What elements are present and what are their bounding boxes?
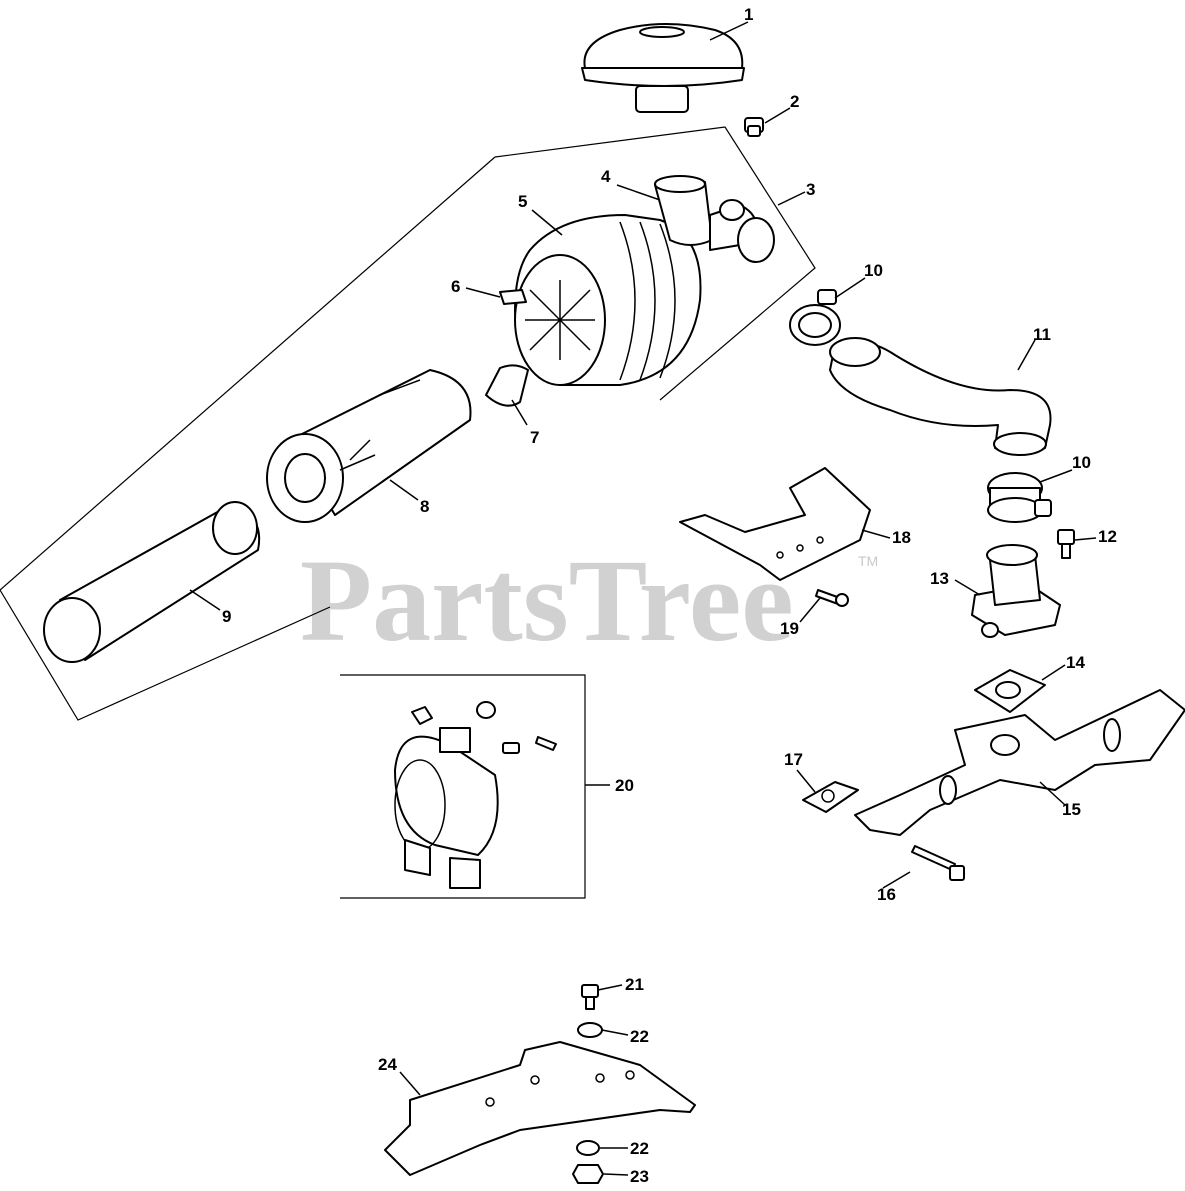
callout-16: 16: [877, 885, 896, 904]
part-5-air-cleaner-body[interactable]: [514, 214, 702, 386]
callout-10-lower: 10: [1072, 453, 1091, 472]
part-13-adapter[interactable]: [971, 544, 1061, 638]
callout-11: 11: [1033, 325, 1051, 344]
part-19-screw[interactable]: [815, 589, 849, 607]
callout-20: 20: [615, 776, 634, 795]
watermark-text: PartsTree: [300, 535, 794, 666]
callout-6: 6: [451, 277, 460, 296]
callout-22-lower: 22: [630, 1139, 649, 1158]
callout-17: 17: [784, 750, 803, 769]
callout-12: 12: [1098, 527, 1117, 546]
leader-lines: [189, 21, 1097, 1176]
callout-1: 1: [744, 5, 753, 24]
callout-9: 9: [222, 607, 231, 626]
part-10-clamp-lower[interactable]: [987, 472, 1052, 523]
watermark: PartsTree TM: [300, 535, 878, 666]
callout-5: 5: [518, 192, 527, 211]
part-23-nut[interactable]: [572, 1164, 604, 1184]
callout-21: 21: [625, 975, 644, 994]
callout-14: 14: [1066, 653, 1085, 672]
watermark-trademark: TM: [858, 553, 878, 569]
part-8-primary-filter[interactable]: [266, 369, 472, 523]
part-9-safety-filter[interactable]: [43, 501, 261, 663]
callout-15: 15: [1062, 800, 1081, 819]
part-15-manifold[interactable]: [854, 689, 1185, 836]
callout-7: 7: [530, 428, 539, 447]
part-6-clip[interactable]: [499, 289, 527, 305]
callout-10-upper: 10: [864, 261, 883, 280]
part-16-bolt[interactable]: [911, 845, 965, 881]
part-11-hose[interactable]: [829, 337, 1052, 456]
callout-3: 3: [806, 180, 815, 199]
part-22-washer-upper[interactable]: [577, 1022, 603, 1038]
callout-8: 8: [420, 497, 429, 516]
part-24-plate[interactable]: [384, 1041, 696, 1176]
part-2-fitting[interactable]: [744, 117, 764, 137]
callout-22-upper: 22: [630, 1027, 649, 1046]
part-22-washer-lower[interactable]: [576, 1140, 600, 1156]
part-18-bracket[interactable]: [679, 467, 871, 581]
part-21-bolt[interactable]: [581, 984, 599, 1010]
part-7-valve[interactable]: [485, 364, 529, 407]
callout-2: 2: [790, 92, 799, 111]
callout-18: 18: [892, 528, 911, 547]
callout-labels: 1 2 3 4 5 6 7 8 9 10 10 11 12 13 14 15 1…: [222, 5, 1117, 1186]
air-cleaner-group-frame-lower: [0, 156, 496, 721]
part-14-gasket[interactable]: [974, 669, 1046, 713]
part-12-bolt[interactable]: [1057, 529, 1075, 559]
part-10-clamp-upper[interactable]: [789, 289, 841, 346]
callout-4: 4: [601, 167, 611, 186]
part-1-cover[interactable]: [581, 23, 745, 113]
callout-23: 23: [630, 1167, 649, 1186]
bracket-group-frame: [340, 674, 586, 899]
callout-24: 24: [378, 1055, 397, 1074]
callout-19: 19: [780, 619, 799, 638]
callout-13: 13: [930, 569, 949, 588]
part-4-outlet-tube[interactable]: [654, 175, 775, 263]
part-17-gasket[interactable]: [802, 781, 859, 813]
part-20-bracket-assembly[interactable]: [394, 701, 557, 889]
air-cleaner-group-frame: [494, 126, 816, 401]
